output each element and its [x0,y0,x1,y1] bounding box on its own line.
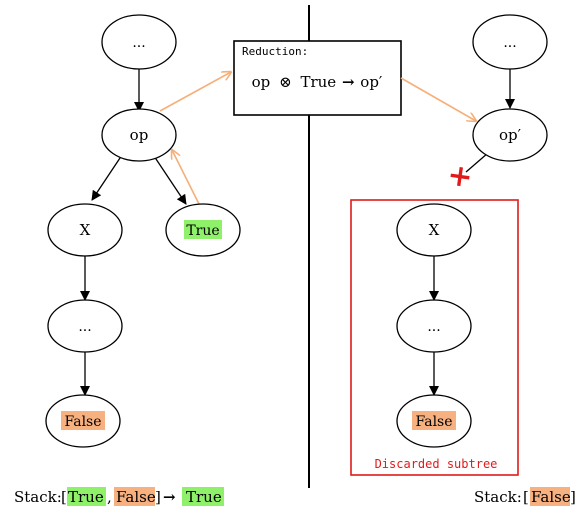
stack-left-result-highlight [182,487,224,506]
stack-right-open: [ [523,488,529,506]
svg-text:...: ... [503,35,516,51]
stack-right: Stack: [ False ] [474,488,576,506]
stack-left-item1: True [68,488,104,506]
left-x-node: X [47,203,123,257]
reduction-arrow-box-to-opprime [400,77,476,121]
stack-left-true-highlight [67,487,106,506]
left-op-node: op [101,108,177,162]
stack-right-close: ] [570,488,576,506]
svg-text:...: ... [132,35,145,51]
stack-left-arrow: → [163,488,176,506]
discarded-subtree-label: Discarded subtree [375,457,498,471]
svg-text:op: op [130,126,149,144]
svg-text:X: X [80,221,91,239]
right-false-node: False [396,394,472,448]
edge-op-to-true [153,155,187,205]
stack-left-comma: , [107,488,112,506]
reduction-label: Reduction: [242,45,308,58]
reduction-arrow-op-to-box [159,72,231,112]
rule-lhs-op: op [252,73,271,91]
stack-left-label: Stack: [14,488,62,506]
stack-right-false-highlight [530,487,570,506]
rule-otimes: ⊗ [279,73,292,91]
edge-opprime-cut [465,152,489,173]
svg-text:...: ... [78,319,91,335]
false-highlight [61,411,105,430]
left-true-node: True [165,203,241,257]
stack-left-result: True [186,488,222,506]
left-top-node: ... [101,14,177,70]
right-x-node: X [396,203,472,257]
right-opprime-node: op′ [472,108,548,162]
reduction-arrow-true-to-op [172,150,201,207]
cut-mark-icon: + [445,157,475,195]
rule-arrow: → [342,73,355,91]
true-highlight [184,220,222,239]
edge-op-to-x [91,154,123,201]
svg-text:...: ... [427,319,440,335]
rule-true: True [300,73,336,91]
reduction-box: Reduction: op ⊗ True → op′ [233,40,402,116]
reduction-rule: op ⊗ True → op′ [252,73,383,91]
stack-right-item1: False [531,488,571,506]
stack-left-close: ] [155,488,161,506]
left-false-node: False [45,394,121,448]
stack-right-label: Stack: [474,488,522,506]
stack-left: Stack: [ True , False ] → True [14,488,222,506]
right-mid-node: ... [396,299,472,353]
left-mid-node: ... [47,299,123,353]
rule-result: op′ [360,73,383,91]
svg-text:False: False [415,414,452,430]
stack-left-item2: False [116,488,156,506]
right-top-node: ... [472,14,548,70]
svg-text:X: X [429,221,440,239]
svg-text:True: True [186,223,219,239]
discarded-subtree-box [350,199,519,476]
stack-left-open: [ [61,488,67,506]
svg-text:False: False [64,414,101,430]
right-false-highlight [412,411,456,430]
svg-text:op′: op′ [499,126,522,144]
stack-left-false-highlight [114,487,155,506]
